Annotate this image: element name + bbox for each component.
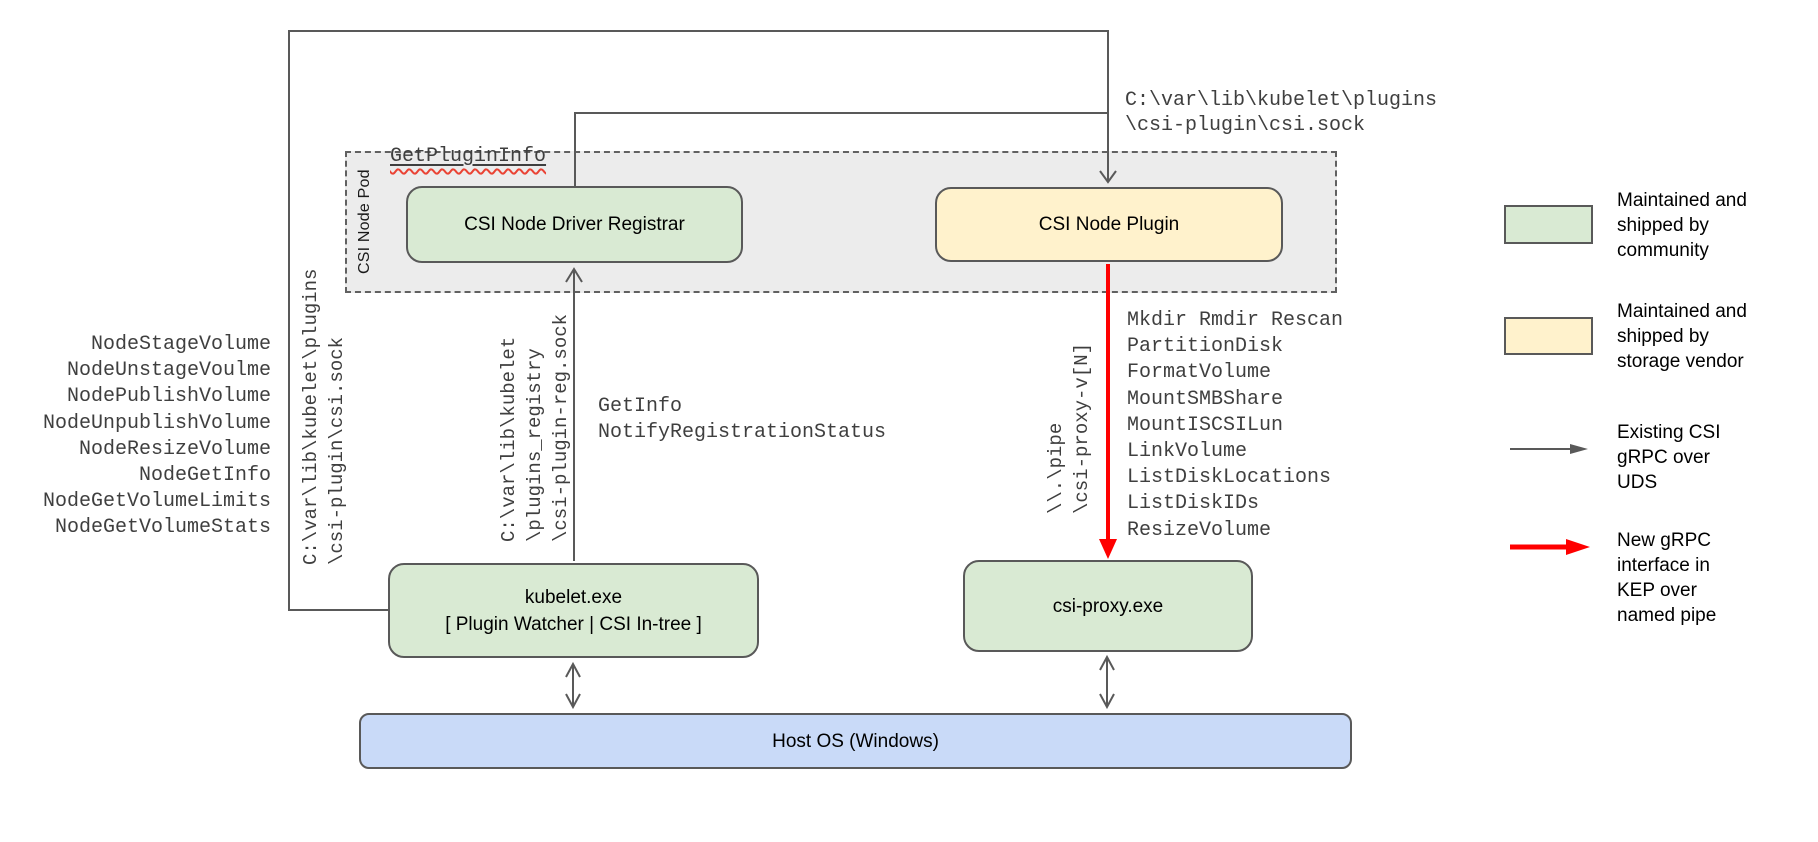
arrowhead-up-icon [565, 661, 581, 678]
csi-proxy-label: csi-proxy.exe [1052, 595, 1164, 617]
legend-gray-arrow-icon [1510, 444, 1588, 454]
host-os-box: Host OS (Windows) [359, 713, 1352, 769]
legend-kep-label: New gRPC interface in KEP over named pip… [1617, 530, 1717, 626]
csi-sock-path-label-left: C:\var\lib\kubelet\plugins \csi-plugin\c… [300, 268, 348, 565]
red-arrowhead-icon [1099, 539, 1117, 559]
legend-red-arrow-icon [1510, 539, 1590, 555]
legend-community-label: Maintained and shipped by community [1617, 190, 1747, 261]
csi-node-plugin-box: CSI Node Plugin [935, 187, 1283, 262]
csi-node-driver-registrar-label: CSI Node Driver Registrar [464, 214, 685, 235]
legend-community-swatch [1504, 205, 1593, 244]
named-pipe-label: \\.\pipe \csi-proxy-v[N] [1045, 342, 1093, 514]
arrowhead-down-icon [1099, 693, 1115, 710]
arrowhead-down-icon [565, 693, 581, 710]
csi-proxy-box: csi-proxy.exe [963, 560, 1253, 652]
kubelet-box: kubelet.exe [ Plugin Watcher | CSI In-tr… [388, 563, 759, 658]
kubelet-hostos-double-arrow [565, 661, 581, 710]
csi-node-driver-registrar-box: CSI Node Driver Registrar [406, 186, 743, 263]
csi-proxy-method-list: Mkdir Rmdir Rescan PartitionDisk FormatV… [1127, 309, 1344, 542]
arrowhead-up-icon [1099, 654, 1115, 671]
registration-calls-label: GetInfo NotifyRegistrationStatus [598, 395, 887, 444]
get-plugin-info-text: GetPluginInfo [390, 145, 547, 168]
host-os-label: Host OS (Windows) [772, 730, 939, 752]
csi-sock-path-label-top: C:\var\lib\kubelet\plugins \csi-plugin\c… [1125, 89, 1438, 137]
legend-vendor-swatch [1504, 317, 1593, 355]
csi-node-pod-label: CSI Node Pod [356, 169, 373, 275]
registration-sock-path-label: C:\var\lib\kubelet \plugins_registry \cs… [498, 313, 572, 542]
kubelet-csi-method-list: NodeStageVolume NodeUnstageVoulme NodePu… [42, 333, 271, 540]
get-plugin-info-label: GetPluginInfo [390, 118, 546, 170]
plugin-to-csiproxy-red-connector [1099, 264, 1117, 559]
csiproxy-hostos-double-arrow [1099, 654, 1115, 710]
legend-vendor-label: Maintained and shipped by storage vendor [1617, 301, 1747, 372]
csi-node-plugin-label: CSI Node Plugin [1038, 214, 1180, 235]
legend-uds-label: Existing CSI gRPC over UDS [1617, 422, 1721, 493]
kubelet-label: kubelet.exe [ Plugin Watcher | CSI In-tr… [445, 586, 702, 635]
